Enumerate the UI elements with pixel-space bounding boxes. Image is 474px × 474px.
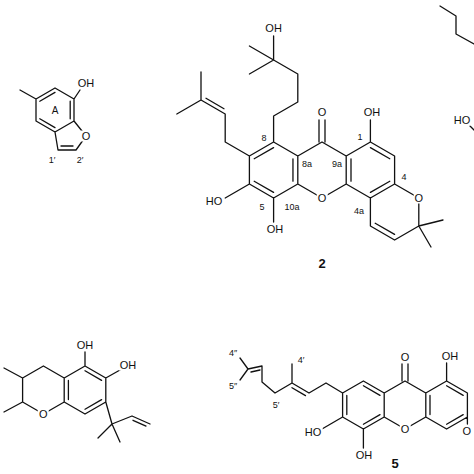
atom-label: O (317, 107, 328, 118)
atom-locant: 5″ (228, 382, 238, 391)
fragment-bonds (440, 6, 474, 130)
atom-locant: 4a (353, 207, 365, 216)
atom-label: O (400, 352, 411, 363)
atom-label: OH (119, 360, 138, 371)
atom-label: OH (441, 351, 460, 362)
compound-number: 5 (390, 457, 399, 470)
atom-label: OH (264, 23, 283, 34)
atom-locant: 10a (283, 203, 300, 212)
atom-locant: 4′ (297, 356, 306, 365)
atom-label: HO (453, 115, 472, 126)
xanthone-5-bonds (240, 358, 467, 448)
atom-locant: 4″ (228, 349, 238, 358)
atom-label: OH (76, 340, 95, 351)
atom-label: HO (304, 427, 323, 438)
atom-locant: 9a (331, 160, 343, 169)
atom-label: OH (77, 78, 96, 89)
atom-label: O (81, 131, 92, 142)
atom-locant: 1 (356, 133, 363, 142)
atom-label: OH (266, 224, 285, 235)
atom-label: OH (363, 107, 382, 118)
atom-locant: 8a (301, 160, 313, 169)
atom-label: O (38, 409, 49, 420)
atom-locant: 5′ (272, 401, 281, 410)
atom-label: A (51, 106, 60, 116)
atom-label: O (317, 193, 328, 204)
atom-label: O (461, 426, 472, 437)
atom-locant: 2′ (76, 156, 85, 165)
atom-locant: 8 (260, 134, 267, 143)
atom-locant: 5 (258, 203, 265, 212)
fragment-bonds (4, 352, 150, 442)
atom-label: O (414, 193, 425, 204)
atom-locant: 1′ (48, 156, 57, 165)
atom-label: OH (355, 450, 374, 461)
atom-locant: 4 (400, 173, 407, 182)
atom-label: HO (205, 196, 224, 207)
xanthone-2-bonds (177, 36, 443, 247)
benzofuran-bonds (20, 88, 86, 150)
compound-number: 2 (317, 257, 326, 270)
atom-label: O (400, 424, 411, 435)
